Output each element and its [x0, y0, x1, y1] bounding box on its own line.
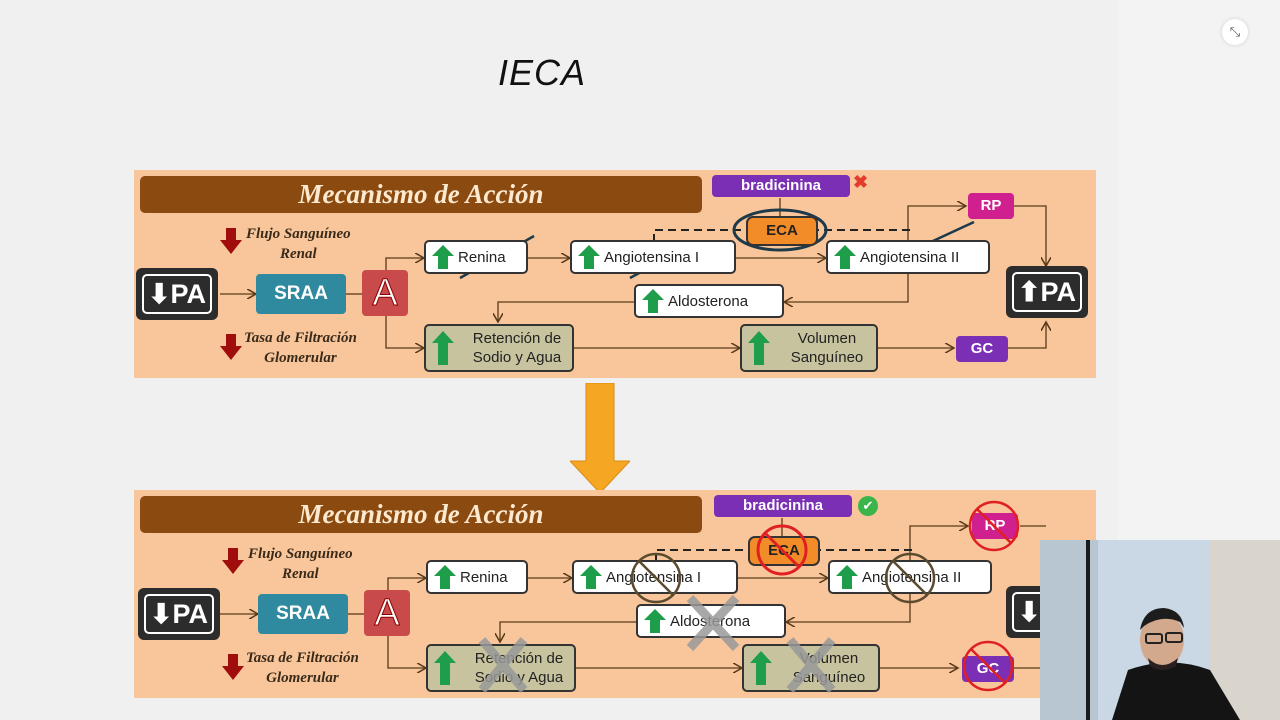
x-mark-icon: ✖ — [853, 172, 869, 192]
down-red-arrow-icon — [220, 334, 242, 360]
rp-pill: RP — [968, 193, 1014, 219]
node-aldosterona: Aldosterona — [634, 284, 784, 318]
up-green-arrow-icon — [432, 331, 454, 365]
x-cross-icon — [786, 637, 836, 693]
check-icon: ✔ — [858, 496, 878, 516]
presenter-video-frame — [1040, 540, 1280, 720]
node-renina: Renina — [424, 240, 528, 274]
up-green-arrow-icon — [434, 651, 456, 685]
pa-increase-box: ⬆PA — [1006, 266, 1088, 318]
a-box: A — [364, 590, 410, 636]
node-angiotensina-2: Angiotensina II — [826, 240, 990, 274]
eca-circle-annotation — [732, 208, 828, 252]
up-green-arrow-icon — [644, 609, 666, 633]
down-red-arrow-icon — [220, 228, 242, 254]
prohibited-icon — [968, 500, 1020, 552]
eca-pill: ECA — [746, 216, 818, 246]
slide-title: IECA — [498, 52, 587, 93]
down-orange-arrow-icon — [570, 383, 630, 494]
prohibited-icon — [884, 552, 936, 604]
up-green-arrow-icon — [432, 245, 454, 269]
up-green-arrow-icon — [836, 565, 858, 589]
sraa-box: SRAA — [256, 274, 346, 314]
up-arrow-icon: ⬆ — [1017, 277, 1041, 307]
sraa-box: SRAA — [258, 594, 348, 634]
up-green-arrow-icon — [748, 331, 770, 365]
down-red-arrow-icon — [222, 548, 244, 574]
mechanism-panel-before: Mecanismo de Acción bradicinina ✖ — [134, 170, 1096, 378]
flow-connectors — [220, 518, 1046, 698]
node-volumen: Volumen Sanguíneo — [740, 324, 878, 372]
gc-pill: GC — [956, 336, 1008, 362]
up-green-arrow-icon — [642, 289, 664, 313]
pa-decrease-box: ⬇PA — [138, 588, 220, 640]
x-cross-icon — [478, 637, 528, 693]
bradicinina-pill: bradicinina — [712, 175, 850, 197]
prohibited-icon — [630, 552, 682, 604]
down-arrow-icon: ⬇ — [1017, 597, 1041, 627]
panel-banner: Mecanismo de Acción — [140, 176, 702, 213]
webcam-video — [1040, 540, 1280, 720]
minimize-icon[interactable]: ⤡ — [1222, 19, 1248, 45]
inhibition-overlays — [478, 500, 1020, 693]
node-aldosterona: Aldosterona — [636, 604, 786, 638]
x-cross-icon — [686, 594, 740, 652]
node-renina: Renina — [426, 560, 528, 594]
up-green-arrow-icon — [434, 565, 456, 589]
down-arrow-icon: ⬇ — [149, 599, 173, 629]
prohibited-icon — [756, 524, 808, 576]
pa-decrease-box: ⬇PA — [136, 268, 218, 320]
node-angiotensina-1: Angiotensina I — [570, 240, 736, 274]
prohibited-icon — [962, 640, 1014, 692]
slide: IECA Mecanismo de Acción bradicinina ✖ — [134, 52, 1096, 698]
a-box: A — [362, 270, 408, 316]
mechanism-panel-after: Mecanismo de Acción bradicinina ✔ — [134, 490, 1096, 698]
down-arrow-icon: ⬇ — [147, 279, 171, 309]
panel-banner: Mecanismo de Acción — [140, 496, 702, 533]
down-red-arrow-icon — [222, 654, 244, 680]
up-green-arrow-icon — [578, 245, 600, 269]
up-green-arrow-icon — [580, 565, 602, 589]
bradicinina-pill: bradicinina — [714, 495, 852, 517]
up-green-arrow-icon — [750, 651, 772, 685]
up-green-arrow-icon — [834, 245, 856, 269]
node-retencion: Retención de Sodio y Agua — [424, 324, 574, 372]
